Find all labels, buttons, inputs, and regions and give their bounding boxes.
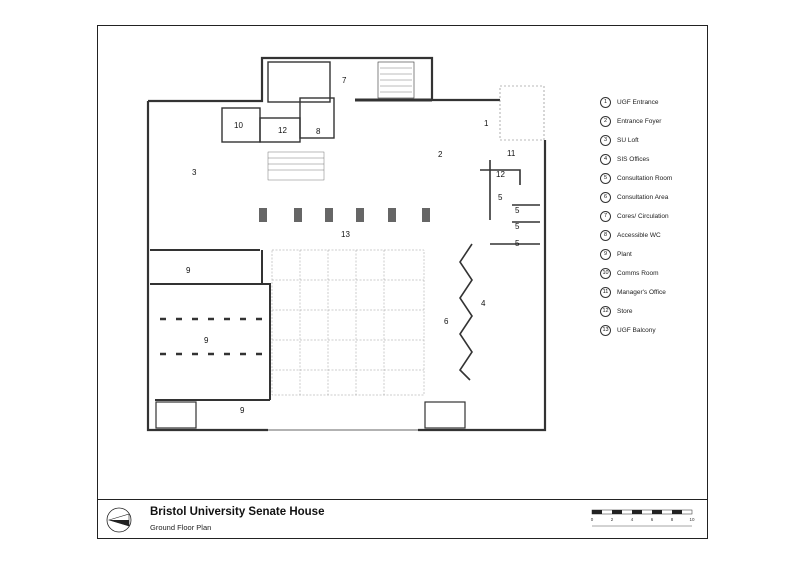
legend-item: 4 SIS Offices <box>600 153 649 165</box>
scale-tick: 8 <box>671 517 674 522</box>
legend-label: SIS Offices <box>617 155 650 163</box>
legend-item: 1 UGF Entrance <box>600 96 659 108</box>
legend-number: 13 <box>600 324 611 336</box>
legend-label: Entrance Foyer <box>617 117 662 125</box>
legend-item: 5 Consultation Room <box>600 172 672 184</box>
room-label: 11 <box>507 149 516 158</box>
legend-number: 12 <box>600 305 611 317</box>
plant-walls <box>150 249 271 401</box>
legend-item: 11 Manager's Office <box>600 286 666 298</box>
legend-label: Accessible WC <box>617 231 661 239</box>
sis-office-walls <box>458 160 540 381</box>
room-label: 8 <box>316 127 321 136</box>
legend-item: 13 UGF Balcony <box>600 324 656 336</box>
legend-number: 8 <box>600 229 611 241</box>
plant-columns <box>160 317 262 356</box>
room-label: 5 <box>515 222 520 231</box>
legend-item: 12 Store <box>600 305 633 317</box>
legend-item: 10 Comms Room <box>600 267 659 279</box>
room-label: 5 <box>498 193 503 202</box>
legend-label: Consultation Room <box>617 174 673 182</box>
legend-label: Store <box>617 307 633 315</box>
legend-label: Plant <box>617 250 632 258</box>
room-label: 9 <box>186 266 191 275</box>
scale-tick: 10 <box>689 517 695 522</box>
legend-label: Consultation Area <box>617 193 669 201</box>
legend-item: 7 Cores/ Circulation <box>600 210 669 222</box>
title-block <box>97 500 708 539</box>
legend-item: 6 Consultation Area <box>600 191 668 203</box>
scale-tick: 0 <box>591 517 594 522</box>
legend-number: 9 <box>600 248 611 260</box>
room-label: 4 <box>481 299 486 308</box>
room-label: 7 <box>342 76 347 85</box>
room-label: 13 <box>341 230 350 239</box>
drawing-title: Bristol University Senate House <box>150 506 325 518</box>
legend-number: 4 <box>600 153 611 165</box>
room-label: 9 <box>240 406 245 415</box>
legend-label: UGF Entrance <box>617 98 659 106</box>
legend-item: 8 Accessible WC <box>600 229 661 241</box>
room-label: 9 <box>204 336 209 345</box>
legend-label: SU Loft <box>617 136 639 144</box>
legend-number: 2 <box>600 115 611 127</box>
entrance-canopy <box>499 85 545 141</box>
outer-walls <box>146 56 547 432</box>
legend-number: 7 <box>600 210 611 222</box>
scale-bar: 0 2 4 6 8 10 <box>591 509 695 527</box>
north-arrow-icon <box>106 507 132 533</box>
legend-label: Comms Room <box>617 269 659 277</box>
legend-number: 3 <box>600 134 611 146</box>
legend-item: 3 SU Loft <box>600 134 639 146</box>
legend-label: UGF Balcony <box>617 326 656 334</box>
room-label: 10 <box>234 121 243 130</box>
room-label: 2 <box>438 150 443 159</box>
balcony-grid <box>271 249 425 396</box>
legend-item: 9 Plant <box>600 248 632 260</box>
lower-cores <box>155 401 466 429</box>
scale-tick: 6 <box>651 517 654 522</box>
room-label: 12 <box>496 170 505 179</box>
core-walls <box>221 61 432 143</box>
stairs <box>267 67 412 181</box>
room-label: 6 <box>444 317 449 326</box>
legend-number: 5 <box>600 172 611 184</box>
legend-item: 2 Entrance Foyer <box>600 115 661 127</box>
legend-number: 1 <box>600 96 611 108</box>
legend-label: Manager's Office <box>617 288 666 296</box>
room-label: 3 <box>192 168 197 177</box>
columns <box>259 208 430 222</box>
room-label: 1 <box>484 119 489 128</box>
legend-number: 11 <box>600 286 611 298</box>
room-label: 12 <box>278 126 287 135</box>
legend-label: Cores/ Circulation <box>617 212 669 220</box>
legend-number: 6 <box>600 191 611 203</box>
scale-tick: 2 <box>611 517 614 522</box>
legend-number: 10 <box>600 267 611 279</box>
room-label: 5 <box>515 206 520 215</box>
scale-tick: 4 <box>631 517 634 522</box>
room-label: 5 <box>515 239 520 248</box>
drawing-frame <box>97 25 708 500</box>
drawing-subtitle: Ground Floor Plan <box>150 523 212 532</box>
